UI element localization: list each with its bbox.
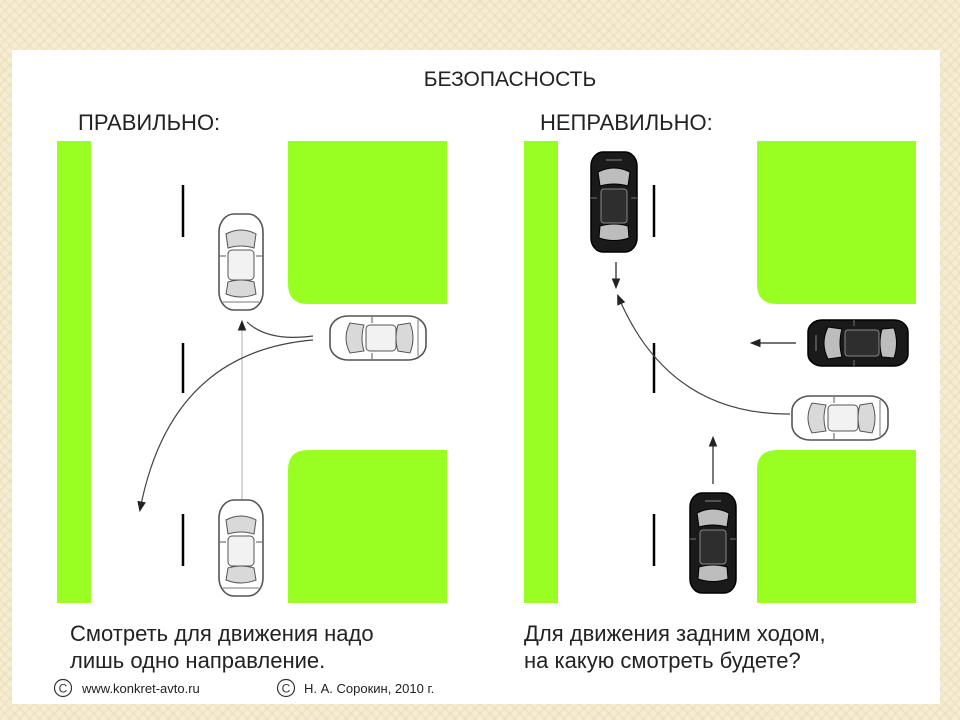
car-light-waiting xyxy=(218,213,264,311)
svg-text:C: C xyxy=(282,682,291,696)
slide-title: БЕЗОПАСНОСТЬ xyxy=(424,68,597,91)
bottom-right-lawn-2 xyxy=(757,450,916,603)
car-light-oncoming xyxy=(218,499,264,597)
top-right-lawn-2 xyxy=(757,141,916,304)
incorrect-caption-line2: на какую смотреть будете? xyxy=(524,648,801,673)
incorrect-scene xyxy=(524,141,916,603)
correct-heading: ПРАВИЛЬНО: xyxy=(78,110,220,135)
left-sidewalk-strip xyxy=(57,141,91,603)
incorrect-caption-line1: Для движения задним ходом, xyxy=(524,621,826,646)
top-right-lawn xyxy=(288,141,447,304)
car-dark-reversed xyxy=(590,151,638,253)
bottom-right-lawn xyxy=(288,450,447,603)
car-light-reversing xyxy=(791,395,889,441)
copyright-icon xyxy=(276,678,296,698)
copyright-icon xyxy=(53,678,73,698)
copyright-author: Н. А. Сорокин, 2010 г. xyxy=(304,681,434,696)
incorrect-heading: НЕПРАВИЛЬНО: xyxy=(540,110,713,135)
car-dark-oncoming xyxy=(689,492,737,594)
car-light-turning xyxy=(329,315,427,361)
right-sidewalk-strip xyxy=(524,141,558,603)
correct-caption-line2: лишь одно направление. xyxy=(70,648,325,673)
correct-caption-line1: Смотреть для движения надо xyxy=(70,621,374,646)
copyright-left: C www.konkret-avto.ru xyxy=(53,678,200,698)
svg-text:C: C xyxy=(59,682,68,696)
copyright-website: www.konkret-avto.ru xyxy=(81,681,200,696)
car-dark-approaching xyxy=(807,319,909,367)
correct-scene xyxy=(57,141,447,603)
copyright-right: C Н. А. Сорокин, 2010 г. xyxy=(276,678,434,698)
